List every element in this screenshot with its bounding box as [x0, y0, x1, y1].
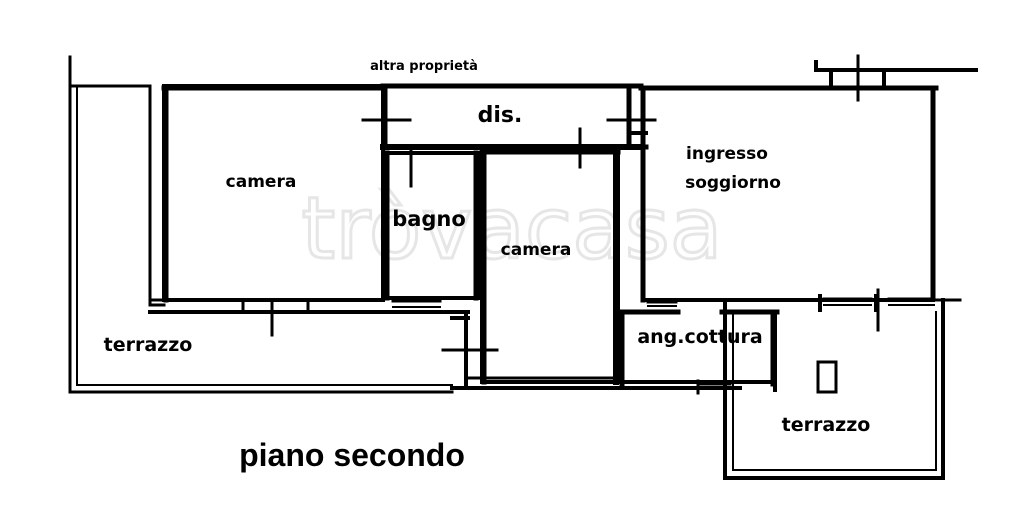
wall-terrazzo-left-outer — [68, 55, 454, 394]
wall-terrazzo-left-inner — [76, 85, 453, 386]
wall-terrazzo-right-inner — [732, 311, 937, 471]
watermark-text: tròvacasa — [302, 179, 723, 279]
label-camera-left: camera — [226, 172, 297, 192]
label-terrazzo-right: terrazzo — [782, 414, 871, 436]
watermark-group: tròvacasa — [300, 178, 724, 281]
label-ingresso: ingresso — [686, 144, 768, 164]
label-dis: dis. — [478, 103, 523, 128]
page-caption: piano secondo — [239, 437, 465, 473]
wall-terrazzo-right-outer — [723, 298, 945, 480]
wall-structure — [68, 54, 978, 480]
closet-terrazzo-right — [816, 360, 838, 394]
label-camera-right: camera — [501, 240, 572, 260]
label-bagno: bagno — [392, 207, 466, 231]
label-altra-proprieta: altra proprietà — [370, 59, 478, 74]
label-terrazzo-left: terrazzo — [104, 334, 193, 356]
label-ang-cottura: ang.cottura — [637, 326, 762, 348]
label-soggiorno: soggiorno — [685, 173, 781, 193]
room-labels: altra proprietà terrazzo camera bagno di… — [104, 59, 871, 473]
